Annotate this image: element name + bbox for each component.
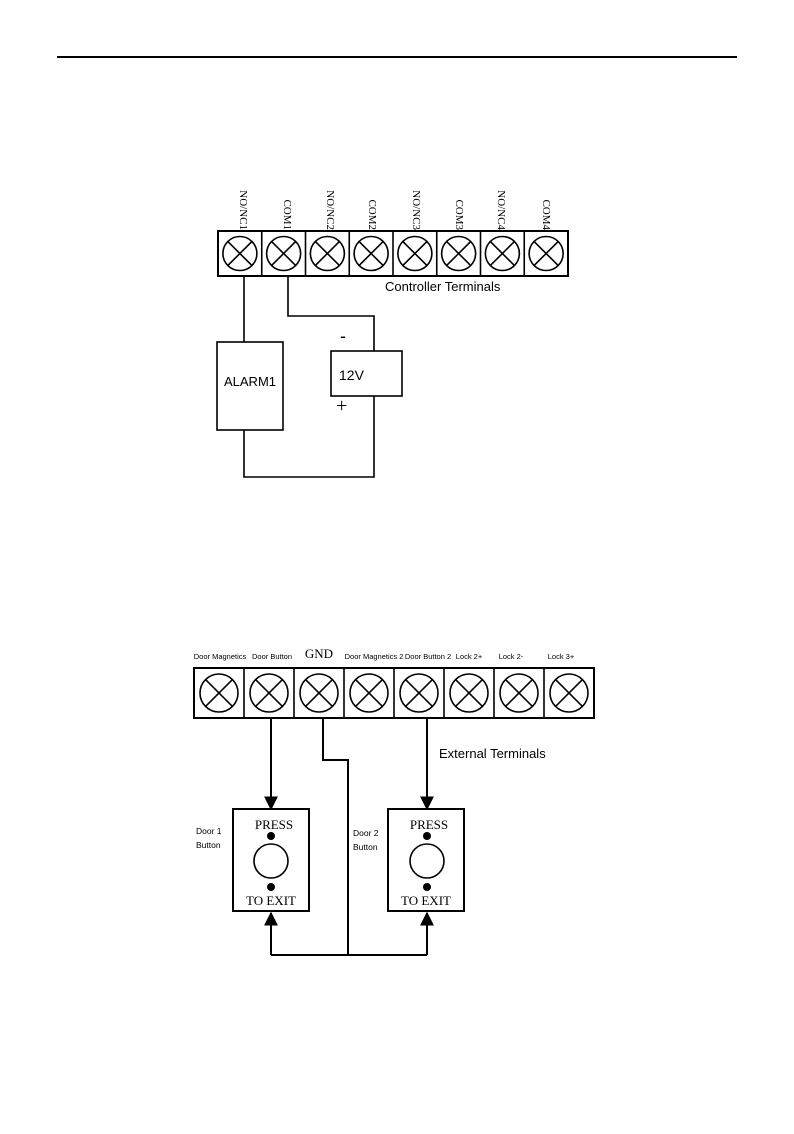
controller-terminal-screw-2 (267, 237, 301, 271)
power-minus-sign: - (340, 326, 346, 346)
exit-button-2: PRESS TO EXIT (388, 809, 464, 911)
terminal-label-com2: COM2 (366, 199, 378, 230)
external-terminal-screw-1 (200, 674, 238, 712)
alarm-label: ALARM1 (224, 374, 276, 389)
terminal-label-door-magnetics-2: Door Magnetics 2 (345, 652, 404, 661)
external-terminal-screw-4 (350, 674, 388, 712)
controller-terminals-caption: Controller Terminals (385, 279, 501, 294)
terminal-label-lock-2-plus: Lock 2+ (456, 652, 483, 661)
terminal-label-door-magnetics: Door Magnetics (194, 652, 247, 661)
terminal-label-com3: COM3 (453, 199, 465, 230)
controller-terminal-screw-4 (354, 237, 388, 271)
exit-button-wiring-diagram: Door Magnetics Door Button GND Door Magn… (194, 646, 594, 955)
button1-side-label-line2: Button (196, 840, 221, 850)
external-terminal-screw-3 (300, 674, 338, 712)
controller-terminal-strip (218, 231, 568, 276)
controller-terminal-screw-7 (485, 237, 519, 271)
terminal-label-no-nc1: NO/NC1 (237, 190, 249, 230)
external-terminal-screw-5 (400, 674, 438, 712)
terminal-label-door-button: Door Button (252, 652, 292, 661)
button1-push-circle (254, 844, 288, 878)
terminal-label-no-nc4: NO/NC4 (495, 190, 507, 230)
external-terminal-strip (194, 668, 594, 718)
external-terminal-screw-6 (450, 674, 488, 712)
controller-terminal-labels: NO/NC1 COM1 NO/NC2 COM2 NO/NC3 COM3 NO/N… (237, 190, 552, 230)
external-terminal-screw-7 (500, 674, 538, 712)
button1-press-text: PRESS (255, 817, 293, 832)
power-plus-sign: + (336, 395, 347, 417)
controller-terminal-screw-3 (310, 237, 344, 271)
button2-press-text: PRESS (410, 817, 448, 832)
terminal-label-com4: COM4 (540, 199, 552, 230)
controller-terminal-screw-1 (223, 237, 257, 271)
terminal-label-door-button-2: Door Button 2 (405, 652, 451, 661)
controller-terminal-screw-8 (529, 237, 563, 271)
button1-to-exit-text: TO EXIT (246, 893, 296, 908)
terminal-label-lock-2-minus: Lock 2- (499, 652, 524, 661)
wire-gnd-common (323, 718, 348, 955)
controller-terminal-screw-6 (442, 237, 476, 271)
wire-com1-to-power-minus (288, 276, 374, 351)
terminal-label-no-nc3: NO/NC3 (410, 190, 422, 230)
external-terminals-caption: External Terminals (439, 746, 546, 761)
terminal-label-no-nc2: NO/NC2 (324, 190, 336, 230)
external-terminal-screw-2 (250, 674, 288, 712)
button2-side-label-line1: Door 2 (353, 828, 379, 838)
button2-push-circle (410, 844, 444, 878)
button2-side-label-line2: Button (353, 842, 378, 852)
button1-side-label-line1: Door 1 (196, 826, 222, 836)
terminal-label-gnd: GND (305, 646, 333, 661)
terminal-label-com1: COM1 (281, 199, 293, 230)
alarm-wiring-diagram: NO/NC1 COM1 NO/NC2 COM2 NO/NC3 COM3 NO/N… (217, 190, 568, 477)
external-terminal-screw-8 (550, 674, 588, 712)
power-label: 12V (339, 367, 365, 383)
external-terminal-labels: Door Magnetics Door Button GND Door Magn… (194, 646, 575, 661)
terminal-label-lock-3-plus: Lock 3+ (548, 652, 575, 661)
controller-terminal-screw-5 (398, 237, 432, 271)
exit-button-1: PRESS TO EXIT (233, 809, 309, 911)
button2-to-exit-text: TO EXIT (401, 893, 451, 908)
